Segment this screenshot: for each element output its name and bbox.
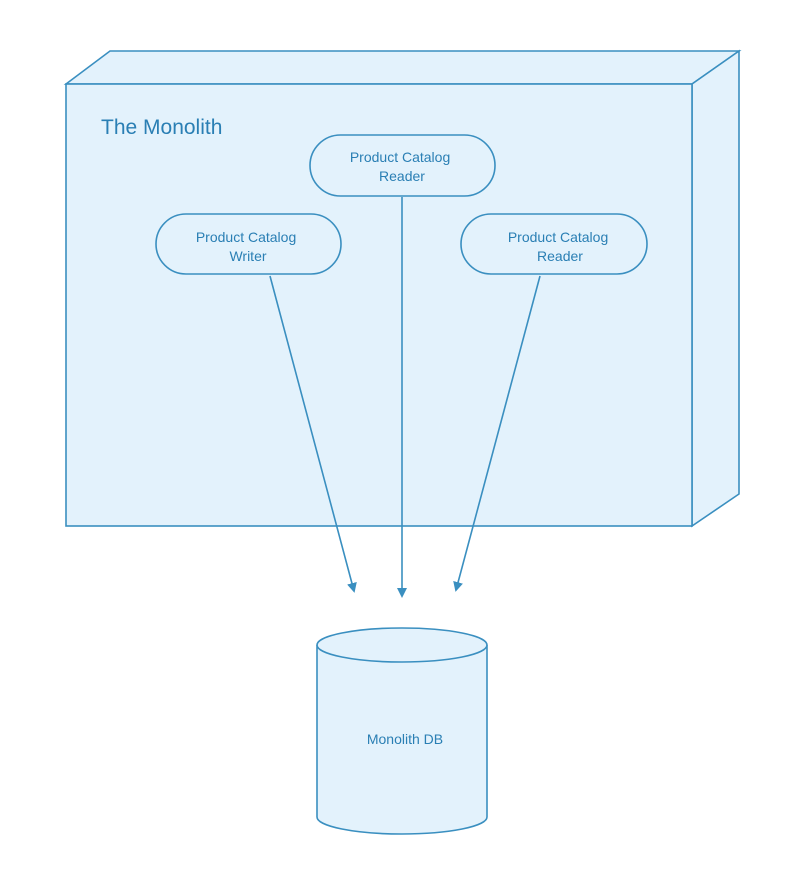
- node-reader-right-label: Product Catalog Reader: [508, 229, 612, 264]
- monolith-box-side-face: [691, 49, 740, 528]
- node-writer-shape: [155, 213, 342, 275]
- node-reader-top-label-line2: Reader: [379, 168, 425, 184]
- node-reader-right-label-line2: Reader: [537, 248, 583, 264]
- node-writer-label-line2: Writer: [229, 248, 266, 264]
- database-top: [316, 627, 488, 663]
- node-reader-top-label: Product Catalog Reader: [350, 149, 454, 184]
- database-label: Monolith DB: [367, 731, 443, 747]
- node-reader-top-label-line1: Product Catalog: [350, 149, 450, 165]
- monolith-title: The Monolith: [101, 116, 222, 139]
- node-reader-right-shape: [460, 213, 648, 275]
- node-reader-top: Product Catalog Reader: [309, 134, 496, 197]
- edge-reader-right-to-db: [453, 275, 541, 592]
- node-reader-top-shape: [309, 134, 496, 197]
- node-writer: Product Catalog Writer: [155, 213, 342, 275]
- database-body: [316, 645, 488, 835]
- node-writer-label-line1: Product Catalog: [196, 229, 296, 245]
- edge-writer-to-db: [269, 275, 357, 593]
- node-writer-label: Product Catalog Writer: [196, 229, 300, 264]
- monolith-box-top-face: [63, 50, 742, 85]
- database-monolith-db: Monolith DB: [316, 627, 488, 835]
- node-reader-right: Product Catalog Reader: [460, 213, 648, 275]
- node-reader-right-label-line1: Product Catalog: [508, 229, 608, 245]
- edges: [269, 197, 541, 598]
